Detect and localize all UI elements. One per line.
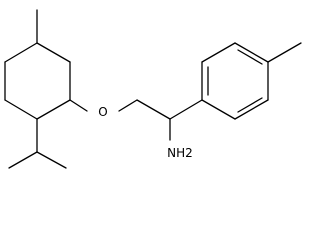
bond-arene-c5-c6 [234, 99, 269, 120]
bond-arene-double-c [237, 97, 263, 113]
bond-arene-c6-c1 [201, 99, 236, 120]
bond-arene-methyl [267, 42, 302, 63]
amine-label: NH2 [167, 146, 193, 160]
oxygen-label: O [98, 105, 107, 119]
cyclohexane-ring [4, 42, 71, 120]
bond-ring-c3-c4 [36, 99, 71, 120]
bond-ring-c1-c2 [36, 42, 71, 63]
bond-ch-aryl [169, 99, 203, 120]
skeletal-structure: O NH2 [4, 9, 302, 169]
bond-oxygen-ch2 [118, 99, 138, 112]
bond-arene-c2-c3 [201, 42, 236, 63]
structure-canvas: O NH2 [4, 9, 302, 169]
isopropyl-group [8, 118, 67, 169]
benzene-ring [201, 42, 269, 120]
bond-ring-c6-c1 [4, 42, 38, 63]
bond-ch2-ch [136, 99, 171, 120]
bond-arene-double-b [237, 49, 263, 65]
bond-isopropyl-methyl-b [36, 151, 67, 169]
bond-ring-c4-c5 [4, 99, 38, 120]
bond-arene-c3-c4 [234, 42, 269, 63]
bond-isopropyl-methyl-a [8, 151, 38, 169]
bond-ring-oxygen [69, 99, 88, 112]
